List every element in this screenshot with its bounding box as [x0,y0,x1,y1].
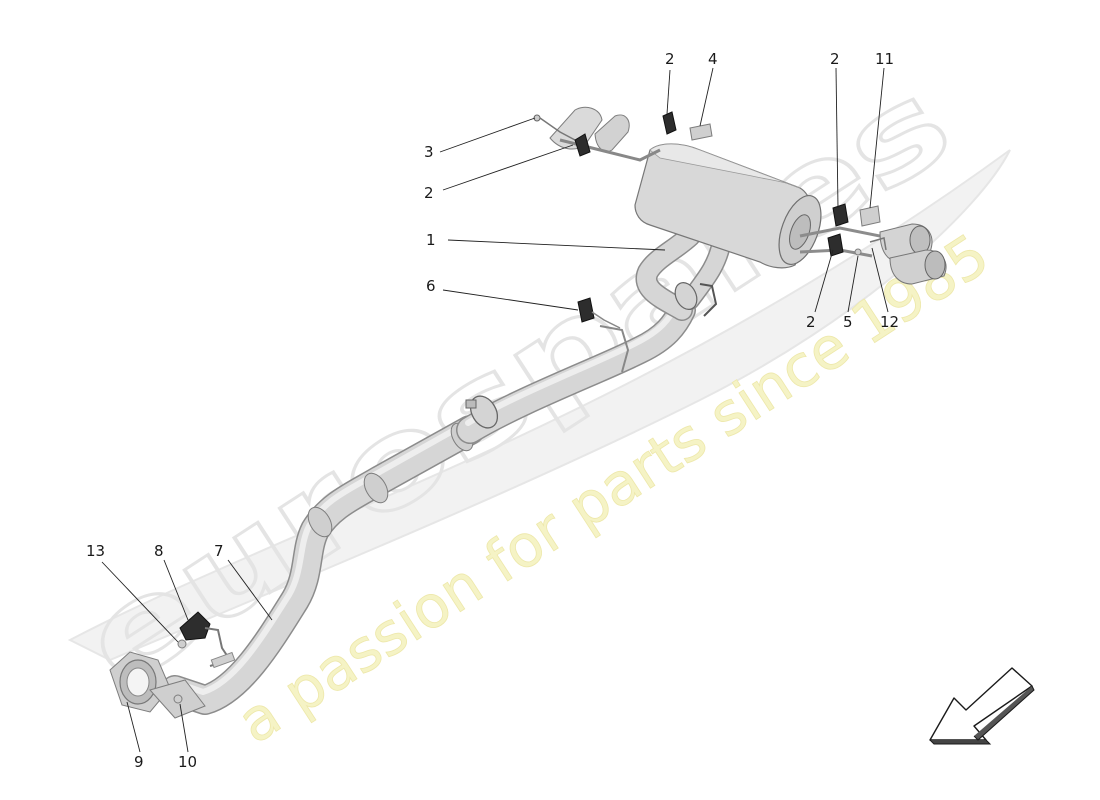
split-clamp [674,282,718,317]
callout-11: 11 [875,50,894,68]
callout-4: 4 [708,50,718,68]
callout-labels: 1 2 3 2 4 6 2 11 2 5 12 13 8 7 9 10 [86,50,899,771]
callout-2: 2 [424,184,434,202]
callout-2: 2 [806,313,816,331]
rubber-mount-2-right-upper [832,203,849,227]
bracket-11 [859,205,881,227]
callout-5: 5 [843,313,853,331]
callout-7: 7 [214,542,224,560]
callout-3: 3 [424,143,434,161]
callout-2: 2 [830,50,840,68]
rear-silencer-1 [533,106,822,269]
bolt-5 [854,248,862,256]
nut-13 [177,639,187,649]
bracket-4 [689,123,713,141]
callout-13: 13 [86,542,105,560]
right-tailpipes [799,203,947,285]
pipe-sleeve [307,506,333,538]
inlet-flange-9 [109,651,206,719]
leader-lines [101,67,889,753]
callout-12: 12 [880,313,899,331]
front-mount-8 [179,611,236,669]
callout-10: 10 [178,753,197,771]
centre-pipe [456,296,696,444]
rubber-mount-2-left [574,133,591,157]
pipe-sleeve [363,472,389,504]
rubber-mount-2-top [662,111,677,135]
sensor-10 [173,694,183,704]
callout-9: 9 [134,753,144,771]
direction-arrow-icon [929,667,1035,745]
rubber-mount-6 [577,297,621,329]
pipe-clamp [465,395,499,429]
callout-1: 1 [426,231,436,249]
front-pipe-7 [160,415,485,715]
callout-6: 6 [426,277,436,295]
bracket-12 [869,237,887,251]
rubber-mount-2-right-lower [827,233,844,257]
callout-8: 8 [154,542,164,560]
callout-2: 2 [665,50,675,68]
